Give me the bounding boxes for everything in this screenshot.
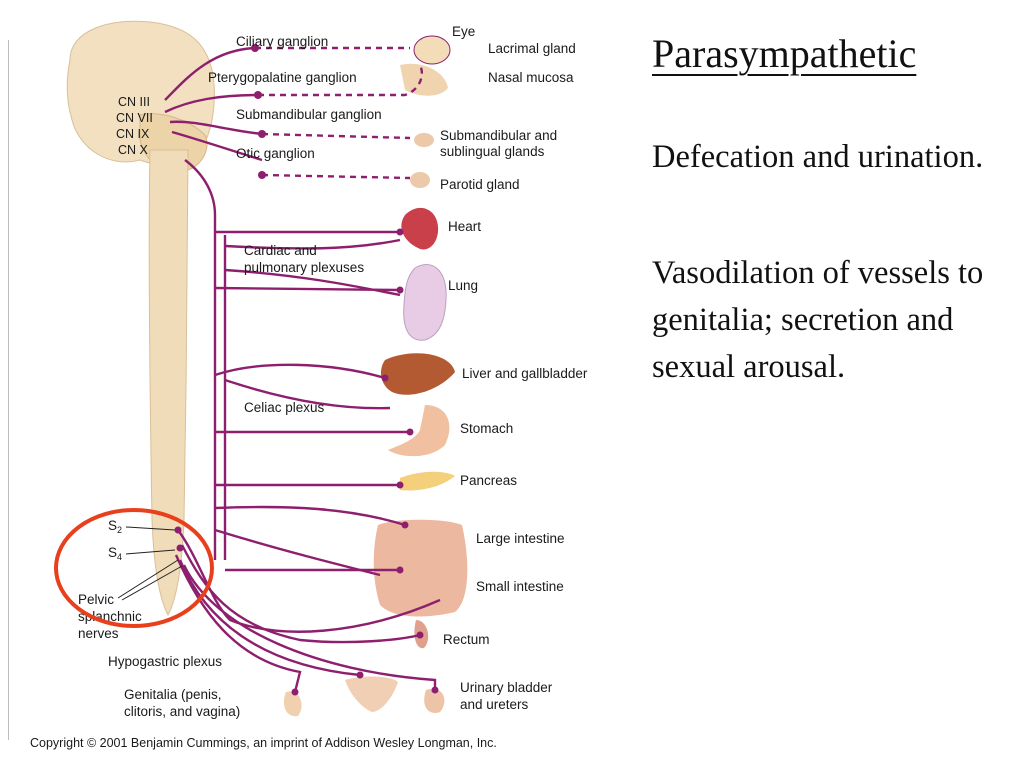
- lung-label: Lung: [448, 278, 478, 293]
- intestine-shape: [374, 520, 468, 617]
- pelvic-splanchnic-label-line1: Pelvic: [78, 592, 114, 607]
- cn-x-label: CN X: [118, 143, 149, 157]
- cn-iii-label: CN III: [118, 95, 150, 109]
- pterygopalatine-ganglion-label: Pterygopalatine ganglion: [208, 70, 357, 85]
- genitalia-label-line2: clitoris, and vagina): [124, 704, 240, 719]
- slide-paragraph-1: Defecation and urination.: [652, 134, 997, 181]
- urinary-bladder-label-line1: Urinary bladder: [460, 680, 553, 695]
- submandibular-shape: [414, 133, 434, 147]
- small-intestine-label: Small intestine: [476, 579, 564, 594]
- stomach-label: Stomach: [460, 421, 513, 436]
- submandibular-glands-label-line2: sublingual glands: [440, 144, 545, 159]
- submandibular-glands-label-line1: Submandibular and: [440, 128, 557, 143]
- rectum-label: Rectum: [443, 632, 490, 647]
- liver-gallbladder-label: Liver and gallbladder: [462, 366, 588, 381]
- ciliary-ganglion-label: Ciliary ganglion: [236, 34, 328, 49]
- nasal-mucosa-label: Nasal mucosa: [488, 70, 574, 85]
- eye-shape: [414, 36, 450, 64]
- cn-vii-label: CN VII: [116, 111, 153, 125]
- heart-shape: [401, 208, 438, 250]
- parasympathetic-diagram: CN III CN VII CN IX CN X Ciliary ganglio…: [0, 0, 640, 765]
- lung-shape: [404, 265, 446, 341]
- genitalia-label-line1: Genitalia (penis,: [124, 687, 222, 702]
- urinary-bladder-label-line2: and ureters: [460, 697, 529, 712]
- copyright-notice: Copyright © 2001 Benjamin Cummings, an i…: [30, 736, 497, 750]
- otic-ganglion-label: Otic ganglion: [236, 146, 315, 161]
- genitalia-shape-2: [345, 676, 398, 712]
- celiac-plexus-label: Celiac plexus: [244, 400, 325, 415]
- stomach-shape: [388, 405, 449, 456]
- genitalia-shape-1: [284, 691, 302, 716]
- submandibular-ganglion-label: Submandibular ganglion: [236, 107, 382, 122]
- liver-shape: [381, 353, 455, 395]
- heart-label: Heart: [448, 219, 481, 234]
- slide-paragraph-2: Vasodilation of vessels to genitalia; se…: [652, 250, 997, 391]
- eye-label: Eye: [452, 24, 475, 39]
- hypogastric-plexus-label: Hypogastric plexus: [108, 654, 222, 669]
- large-intestine-label: Large intestine: [476, 531, 565, 546]
- nasal-shape: [400, 64, 448, 96]
- parotid-shape: [410, 172, 430, 188]
- slide-title: Parasympathetic: [652, 30, 916, 77]
- cn-ix-label: CN IX: [116, 127, 150, 141]
- svg-text:S2: S2: [108, 518, 122, 535]
- parotid-gland-label: Parotid gland: [440, 177, 520, 192]
- pancreas-label: Pancreas: [460, 473, 517, 488]
- pancreas-shape: [400, 472, 455, 491]
- lacrimal-gland-label: Lacrimal gland: [488, 41, 576, 56]
- cardiac-plexus-label-line2: pulmonary plexuses: [244, 260, 364, 275]
- pelvic-splanchnic-label-line3: nerves: [78, 626, 119, 641]
- svg-text:S4: S4: [108, 545, 122, 562]
- cardiac-plexus-label-line1: Cardiac and: [244, 243, 317, 258]
